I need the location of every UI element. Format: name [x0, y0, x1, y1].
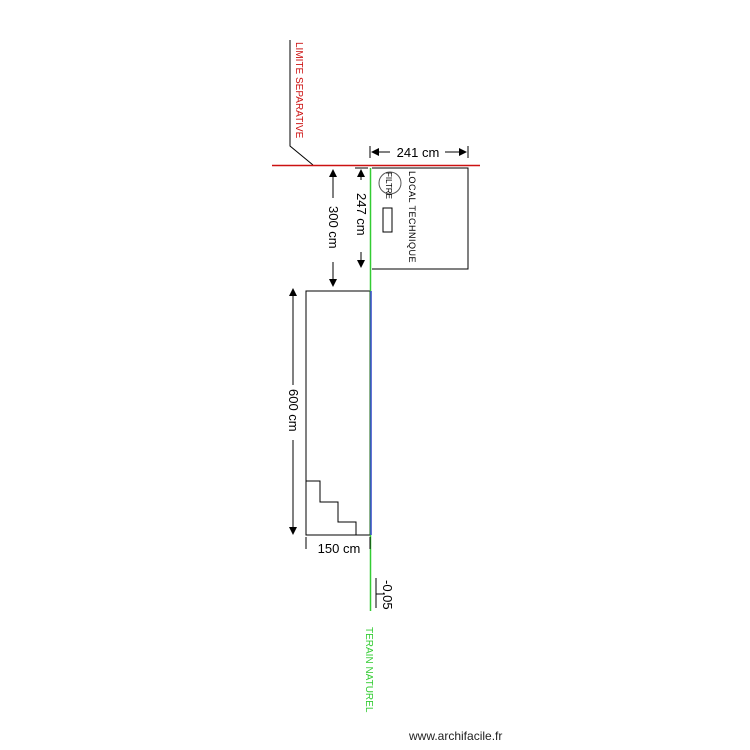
pool-stairs — [306, 480, 357, 535]
technical-room-label: LOCAL TECHNIQUE — [407, 171, 417, 263]
dimension-local-depth-label: 247 cm — [354, 193, 369, 236]
property-boundary — [272, 40, 480, 167]
dimension-pool-width-label: 150 cm — [318, 541, 361, 556]
boundary-label: LIMITE SEPARATIVE — [293, 42, 304, 139]
dimension-local-depth — [355, 167, 368, 268]
dimension-pool-width — [305, 537, 371, 549]
ground-label: TERAIN NATUREL — [363, 627, 374, 713]
dimension-local-width — [369, 146, 469, 158]
dimension-setback-label: 300 cm — [326, 206, 341, 249]
dimension-local-width-label: 241 cm — [397, 145, 440, 160]
filter-icon — [378, 171, 402, 195]
technical-room — [372, 167, 469, 270]
level-label: -0.05 — [380, 580, 395, 610]
dimension-pool-length-label: 600 cm — [286, 389, 301, 432]
watermark: www.archifacile.fr — [408, 729, 502, 743]
pool-outline — [305, 290, 371, 536]
pump-icon — [382, 207, 393, 233]
level-marker — [375, 578, 385, 608]
filter-label: FILTRE — [384, 172, 393, 199]
